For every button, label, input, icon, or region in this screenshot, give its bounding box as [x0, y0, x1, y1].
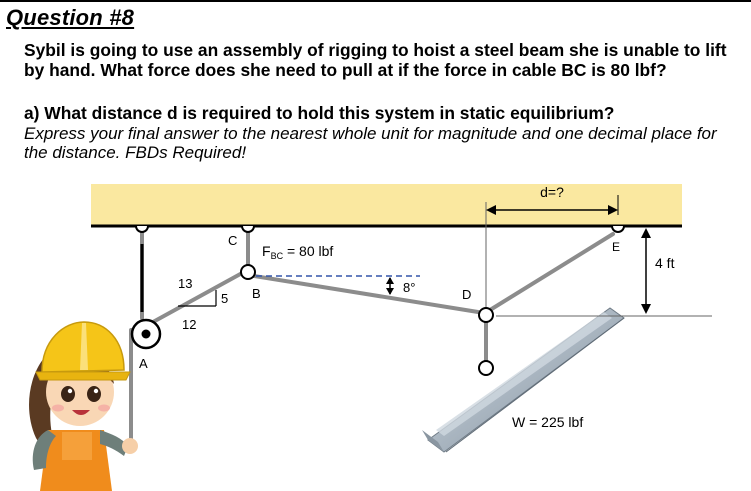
hand — [122, 438, 138, 454]
shirt-arm-right — [100, 430, 128, 456]
slope-triangle — [178, 290, 217, 307]
slope-horiz-label: 12 — [182, 317, 196, 332]
pulley-a — [130, 318, 162, 350]
joint-hook — [478, 360, 494, 376]
point-a-label: A — [139, 356, 148, 371]
shirt-arm-left — [32, 430, 56, 470]
ceiling-hooks — [135, 225, 625, 233]
part-a-text: a) What distance d is required to hold t… — [24, 103, 615, 123]
force-bc-label: FBC = 80 lbf — [262, 243, 333, 261]
slope-hyp-label: 13 — [178, 276, 192, 291]
distance-dimension — [486, 205, 618, 215]
eye-right — [87, 386, 101, 402]
mouth — [72, 410, 90, 415]
question-title: Question #8 — [6, 5, 135, 30]
weight-label: W = 225 lbf — [512, 414, 583, 430]
joints — [240, 264, 494, 376]
distance-label: d=? — [540, 184, 564, 200]
angle-label: 8° — [403, 280, 415, 295]
force-label-prefix: F — [262, 243, 271, 259]
height-dimension — [641, 228, 651, 314]
force-label-sub: BC — [271, 251, 284, 261]
sybil-character — [29, 321, 138, 491]
steel-beam — [422, 307, 625, 453]
rope-d-e — [488, 232, 615, 312]
rope-a-b — [151, 270, 246, 324]
joint-b — [240, 264, 256, 280]
joint-d — [478, 307, 494, 323]
eye-left — [61, 386, 75, 402]
problem-text: Sybil is going to use an assembly of rig… — [24, 40, 727, 80]
point-d-label: D — [462, 287, 471, 302]
height-label: 4 ft — [655, 255, 675, 271]
point-c-label: C — [228, 233, 237, 248]
ceiling-beam — [91, 184, 682, 226]
instructions-text: Express your final answer to the nearest… — [24, 124, 717, 162]
overalls — [40, 430, 112, 491]
rope-b-d — [252, 274, 480, 314]
force-label-value: = 80 lbf — [283, 243, 333, 259]
top-rule — [0, 0, 751, 2]
slope-vert-label: 5 — [221, 291, 228, 306]
point-e-label: E — [612, 240, 620, 254]
overalls-bib — [62, 432, 92, 460]
point-b-label: B — [252, 286, 261, 301]
angle-marker — [386, 277, 394, 295]
